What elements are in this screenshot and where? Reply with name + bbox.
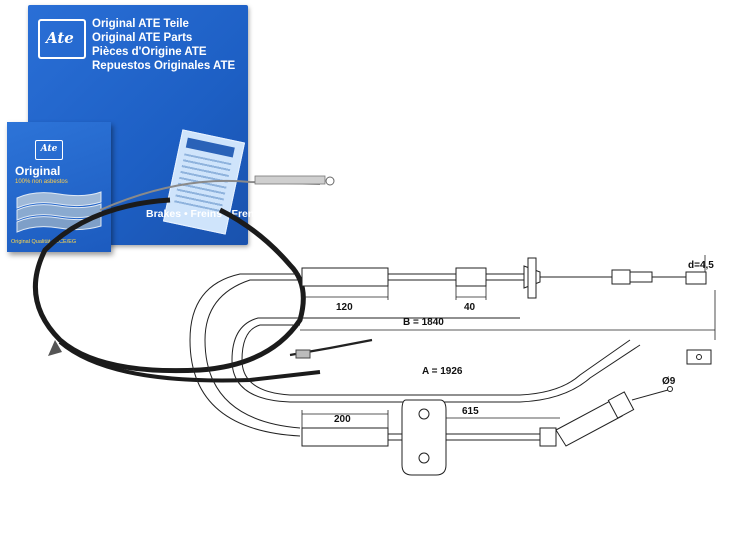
photo-cable-end <box>325 176 335 186</box>
package-line-de: Original ATE Teile <box>92 18 189 30</box>
photo-cable-thin <box>99 179 321 211</box>
small-box-title: Original <box>15 164 61 178</box>
ate-logo-text: Ate <box>46 29 74 47</box>
small-box-subtitle: 100% non asbestos <box>15 179 68 185</box>
small-box-quality: Original Qualität • ECE/EG <box>11 239 77 245</box>
package-text: Original ATE Teile Original ATE Parts Pi… <box>92 17 235 73</box>
photo-cable-black <box>32 197 306 374</box>
ring-detail-icon <box>686 349 712 365</box>
dim-b: B = 1840 <box>403 317 444 328</box>
photo-cable-sleeve <box>254 175 326 185</box>
dim-a: A = 1926 <box>422 366 463 377</box>
dim-615: 615 <box>462 406 479 417</box>
dim-d45: d=4,5 <box>688 260 714 271</box>
package-line-es: Repuestos Originales ATE <box>92 60 236 72</box>
dim-o9: Ø9 <box>662 376 676 387</box>
dim-200: 200 <box>334 414 351 425</box>
ate-logo-icon: Ate <box>38 19 86 59</box>
brake-pads-image <box>16 191 102 233</box>
dim-120: 120 <box>336 302 353 313</box>
ring-detail-hole-icon <box>696 354 702 360</box>
drawing-lines <box>189 257 707 476</box>
dim-40: 40 <box>464 302 476 313</box>
brake-pad-box: Ate Original 100% non asbestos Original … <box>7 122 111 252</box>
package-line-en: Original ATE Parts <box>92 32 193 44</box>
package-line-fr: Pièces d'Origine ATE <box>92 46 207 58</box>
photo-cable-clip <box>295 349 311 359</box>
photo-cable-fitting <box>48 340 62 356</box>
ate-small-logo-icon: Ate <box>35 140 63 160</box>
photo-cable-black-2 <box>58 340 321 383</box>
dimension-lines <box>300 255 716 428</box>
